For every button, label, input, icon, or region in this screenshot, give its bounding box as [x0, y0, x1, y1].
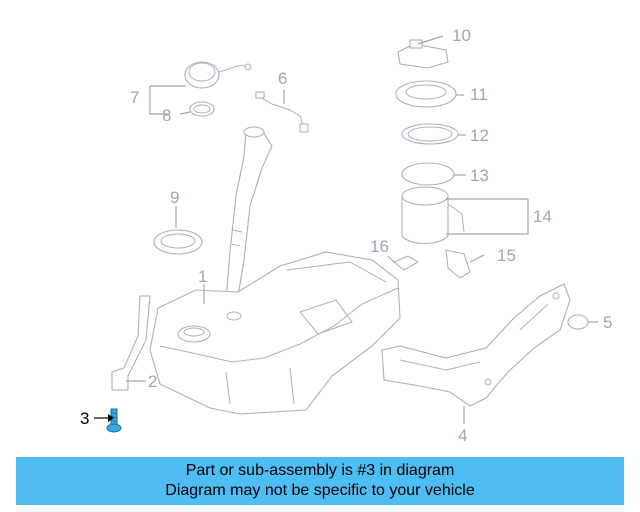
- cap-seal-part: [189, 101, 215, 117]
- callout-3: 3: [80, 409, 90, 428]
- callout-7: 7: [130, 88, 140, 107]
- callout-16: 16: [370, 237, 389, 256]
- banner-line-1: Part or sub-assembly is #3 in diagram: [185, 462, 455, 479]
- callout-15: 15: [497, 246, 516, 265]
- lock-ring-part: [153, 229, 203, 255]
- callout-10: 10: [452, 26, 471, 45]
- bolt-part: [106, 408, 122, 433]
- fuel-tank-part: [149, 251, 401, 415]
- filler-neck-part: [225, 126, 273, 301]
- fuel-cap-part: [184, 61, 252, 89]
- callout-2: 2: [148, 372, 158, 391]
- callout-8: 8: [162, 106, 172, 125]
- connector-part: [392, 255, 420, 271]
- pump-bracket-part: [445, 249, 471, 279]
- callout-1: 1: [198, 267, 208, 286]
- pump-module-part: [401, 162, 465, 245]
- callout-4: 4: [458, 426, 468, 445]
- callout-9: 9: [170, 188, 180, 207]
- grommet-part: [567, 314, 589, 330]
- callout-6: 6: [278, 69, 288, 88]
- info-banner: Part or sub-assembly is #3 in diagram Di…: [16, 457, 624, 505]
- flange-seal-part: [401, 123, 459, 145]
- callout-5: 5: [603, 313, 613, 332]
- callout-11: 11: [470, 85, 488, 104]
- callout-13: 13: [470, 166, 489, 185]
- leader-lines: [94, 35, 598, 424]
- bracket-part: [111, 295, 151, 391]
- banner-line-2: Diagram may not be specific to your vehi…: [165, 482, 475, 499]
- callout-14: 14: [533, 207, 552, 226]
- pump-cover-part: [397, 39, 449, 69]
- pump-flange-part: [395, 80, 457, 108]
- heat-shield-part: [381, 283, 571, 407]
- callout-12: 12: [470, 126, 489, 145]
- sensor-wire-part: [255, 91, 309, 133]
